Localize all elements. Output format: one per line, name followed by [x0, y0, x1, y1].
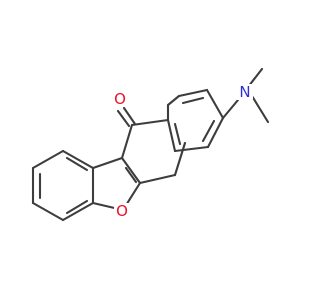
bond — [166, 118, 177, 153]
bond — [91, 156, 124, 170]
bond — [206, 116, 225, 149]
bond — [31, 149, 65, 170]
furan-oxygen: O — [114, 202, 130, 220]
bond — [138, 173, 177, 185]
bond-double-inner — [201, 119, 216, 143]
bond — [177, 88, 209, 98]
bond — [61, 201, 95, 222]
furan-oxygen-label: O — [116, 202, 128, 220]
bond — [122, 106, 137, 126]
bond-double-inner — [65, 199, 89, 215]
atom-labels-layer: O O N — [113, 83, 253, 220]
carbonyl-oxygen: O — [113, 90, 127, 108]
molecule-drawing: O O N — [31, 67, 270, 222]
bond — [205, 88, 225, 120]
bond — [124, 166, 138, 184]
bond-double-inner — [65, 156, 89, 172]
bond-double-inner — [173, 122, 182, 146]
bond — [120, 156, 142, 185]
bond — [173, 141, 187, 177]
bonds-layer — [31, 67, 270, 222]
structure-canvas: O O N — [31, 67, 270, 222]
bond — [130, 118, 170, 127]
bond — [61, 149, 95, 170]
bond — [116, 109, 131, 128]
bond — [120, 123, 134, 160]
bond — [250, 94, 270, 124]
carbonyl-oxygen-label: O — [114, 90, 126, 108]
amine-nitrogen-label: N — [239, 83, 250, 101]
bond — [166, 94, 181, 107]
bond-double-inner — [181, 96, 205, 105]
bond — [173, 145, 210, 153]
bond — [221, 98, 240, 120]
bond — [31, 201, 65, 222]
amine-nitrogen: N — [237, 83, 253, 101]
